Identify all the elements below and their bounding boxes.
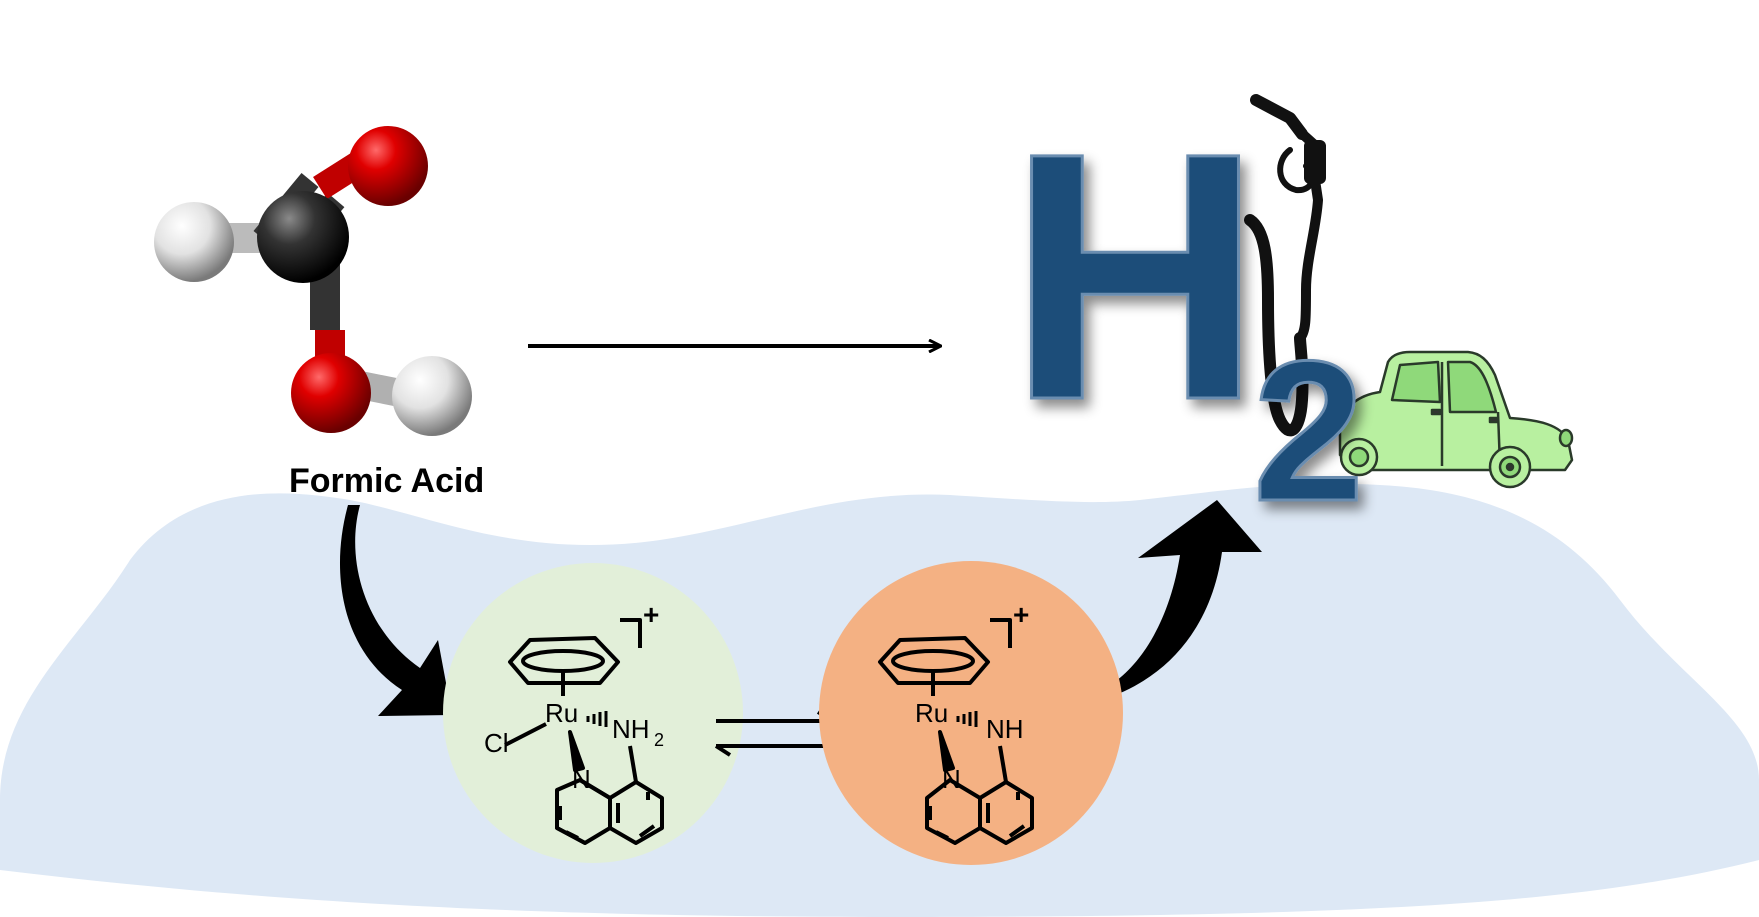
complex-1-circle bbox=[443, 563, 743, 863]
complex-2-amide-label: NH bbox=[986, 714, 1024, 744]
hydrogen-atom bbox=[154, 202, 234, 282]
car-icon bbox=[1338, 350, 1574, 489]
quinoline-ring-icon bbox=[555, 745, 664, 845]
hydrogen-atom bbox=[392, 356, 472, 436]
complex-1-nitrogen-label: N bbox=[572, 764, 591, 794]
h2-letter: H bbox=[1008, 79, 1262, 473]
complex-2-structure bbox=[878, 618, 1034, 845]
complex-1-amine-subscript: 2 bbox=[654, 730, 664, 750]
complex-1-structure bbox=[504, 618, 664, 845]
h2-subscript: 2 bbox=[1253, 320, 1364, 543]
complex-2-charge: + bbox=[1013, 599, 1029, 630]
complex-2-metal: Ru bbox=[915, 698, 948, 728]
curved-arrow-into-catalyst bbox=[339, 505, 452, 716]
formic-acid-label: Formic Acid bbox=[289, 462, 485, 500]
benzene-ring-icon bbox=[878, 636, 990, 685]
complex-2-nitrogen-label: N bbox=[942, 764, 961, 794]
oxygen-atom bbox=[291, 353, 371, 433]
quinoline-ring-icon bbox=[925, 745, 1034, 845]
carbon-atom bbox=[257, 191, 349, 283]
fuel-nozzle-icon bbox=[1244, 94, 1326, 437]
benzene-ring-icon bbox=[508, 636, 620, 685]
formic-acid-molecule-model bbox=[154, 126, 472, 436]
curved-arrow-to-product bbox=[1098, 500, 1262, 700]
oxygen-atom bbox=[348, 126, 428, 206]
complex-1-metal: Ru bbox=[545, 698, 578, 728]
complex-1-amine-label: NH bbox=[612, 714, 650, 744]
complex-1-chloride-label: Cl bbox=[484, 728, 509, 758]
complex-1-charge: + bbox=[643, 599, 659, 630]
h2-product: H bbox=[1007, 78, 1264, 475]
